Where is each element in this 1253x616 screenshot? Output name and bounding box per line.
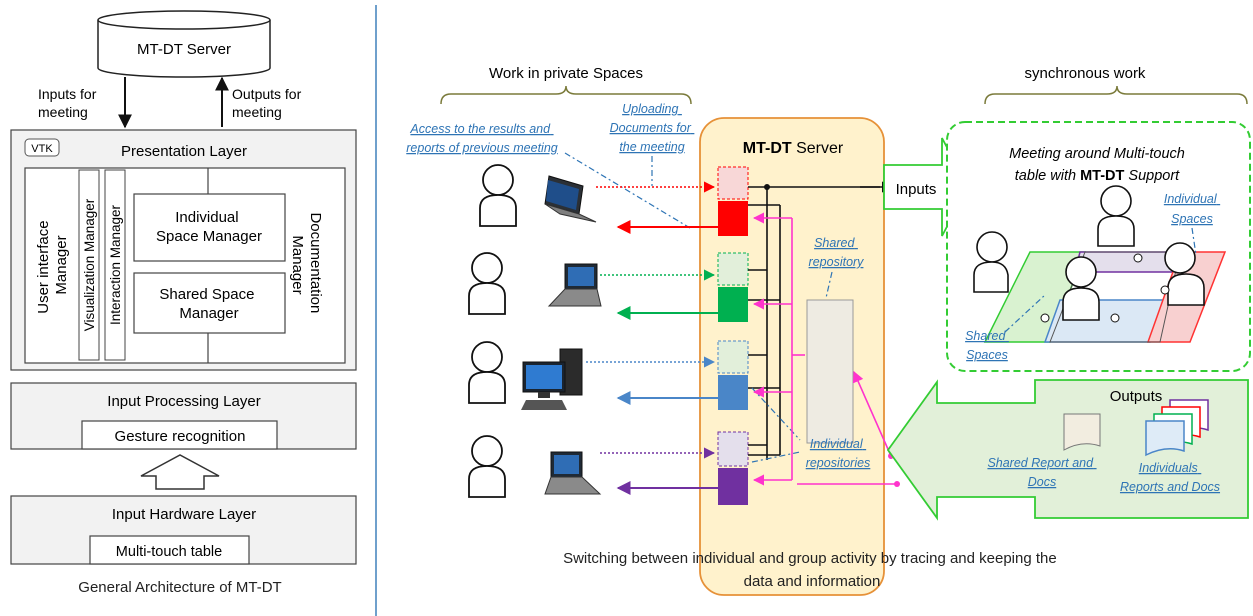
shared-space-manager-box [133, 272, 286, 334]
mt-dt-server-cylinder: MT-DT Server [97, 10, 271, 78]
hollow-up-arrow [140, 454, 220, 490]
user-2 [468, 252, 506, 315]
access-note: Access to the results and reports of pre… [406, 122, 558, 155]
gesture-recognition-label: Gesture recognition [115, 428, 246, 445]
user3-upload-block [717, 340, 749, 374]
individual-reports-document-icon [1145, 399, 1209, 457]
access-note-leader [564, 152, 691, 229]
private-spaces-brace [440, 85, 692, 105]
shared-spaces-note: Shared Spaces [965, 329, 1009, 362]
laptop-icon [544, 451, 602, 495]
uploading-note: Uploading Documents for the meeting [610, 102, 695, 154]
synchronous-work-title: synchronous work [1025, 65, 1146, 82]
shared-space-manager-label: Shared Space Manager [159, 286, 258, 322]
individual-repositories-note: Individual repositories [806, 437, 871, 470]
vtk-badge [24, 138, 60, 157]
presentation-layer-title: Presentation Layer [121, 143, 247, 160]
outputs-label: Outputs [1110, 388, 1163, 405]
user2-repository-block [718, 287, 748, 322]
outputs-for-meeting-label: Outputs for meeting [232, 86, 305, 120]
individual-space-manager-box [133, 193, 286, 262]
meeting-line-1: Meeting around Multi-touch [1009, 146, 1185, 162]
workflow-caption: Switching between individual and group a… [563, 550, 1061, 590]
user-interface-manager-label: User interface Manager [35, 216, 70, 314]
architecture-diagram: MT-DT Server Inputs for meeting Outputs … [10, 10, 357, 596]
inputs-label: Inputs [896, 181, 937, 198]
gesture-recognition-box [81, 420, 278, 450]
shared-repository-note: Shared repository [809, 236, 865, 269]
server-title: MT-DT Server [743, 140, 844, 157]
vtk-label: VTK [31, 143, 53, 155]
meeting-line-2: table with MT-DT Support [1015, 168, 1180, 184]
input-processing-layer-title: Input Processing Layer [107, 393, 260, 410]
collector-lines [748, 186, 880, 460]
user4-repository-block [718, 468, 748, 505]
user-3 [468, 341, 506, 404]
visualization-manager-label: Visualization Manager [82, 198, 97, 331]
interaction-manager-box [104, 169, 126, 361]
input-hardware-layer-title: Input Hardware Layer [112, 506, 256, 523]
user-1 [479, 164, 517, 227]
interaction-manager-label: Interaction Manager [108, 204, 123, 325]
individuals-reports-note: Individuals Reports and Docs [1120, 461, 1220, 494]
user4-upload-block [717, 431, 749, 467]
multitouch-table-label: Multi-touch table [116, 544, 222, 560]
desktop-computer-icon [521, 348, 583, 410]
shared-report-document-icon [1063, 413, 1101, 451]
documentation-manager-label: Documentation Manager [289, 212, 324, 317]
user2-upload-block [717, 252, 749, 286]
individual-space-manager-label: Individual Space Manager [156, 209, 262, 245]
user-4 [468, 435, 506, 498]
feedback-lines [752, 212, 897, 486]
laptop-icon [544, 175, 597, 223]
user1-upload-block [717, 166, 749, 200]
individual-spaces-note: Individual Spaces [1164, 192, 1220, 226]
shared-repository-block [806, 299, 854, 444]
laptop-icon [547, 263, 602, 307]
inputs-for-meeting-label: Inputs for meeting [38, 86, 100, 120]
architecture-caption: General Architecture of MT-DT [78, 579, 281, 596]
visualization-manager-box [78, 169, 100, 361]
user1-repository-block [718, 201, 748, 236]
shared-report-note: Shared Report and Docs [987, 456, 1096, 489]
private-spaces-title: Work in private Spaces [489, 65, 643, 82]
multitouch-table-illustration [973, 185, 1227, 343]
user3-repository-block [718, 375, 748, 410]
synchronous-work-brace [984, 85, 1248, 105]
workflow-diagram: Work in private Spaces synchronous work … [406, 65, 1251, 596]
server-label: MT-DT Server [137, 41, 231, 58]
multitouch-table-box [89, 535, 250, 565]
